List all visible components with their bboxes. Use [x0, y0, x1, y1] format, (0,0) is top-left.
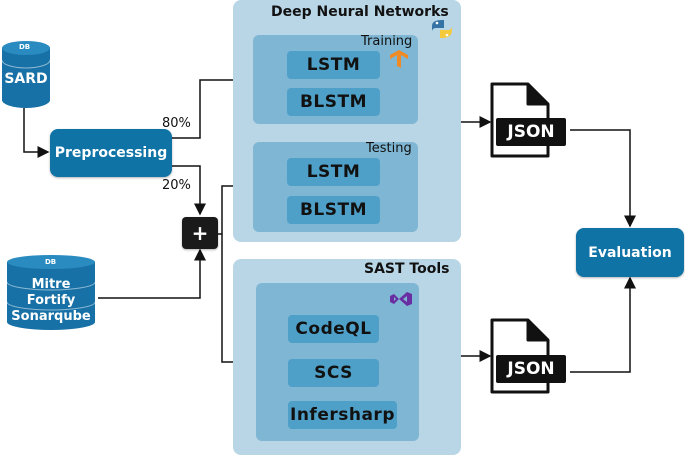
sast-tool-infersharp: Infersharp [288, 401, 397, 429]
training-model-blstm: BLSTM [287, 88, 380, 116]
tools-db-line-mitre: Mitre [31, 277, 71, 292]
preprocessing-box: Preprocessing [50, 129, 172, 177]
split-train-label: 80% [162, 116, 191, 131]
tools-db-line-sonarqube: Sonarqube [11, 309, 91, 324]
tools-database-icon [6, 255, 96, 330]
sard-label: SARD [4, 71, 48, 87]
sast-title: SAST Tools [364, 261, 450, 277]
training-label: Training [361, 34, 413, 49]
visual-studio-icon [390, 292, 412, 306]
split-test-label: 20% [162, 178, 191, 193]
sard-database-icon [1, 41, 51, 108]
tools-db-line-fortify: Fortify [26, 293, 76, 308]
sast-tool-scs: SCS [288, 359, 379, 387]
tools-db-tag: DB [45, 258, 57, 266]
testing-model-blstm: BLSTM [287, 196, 380, 224]
sard-db-tag: DB [19, 43, 31, 51]
sast-tool-codeql: CodeQL [288, 315, 379, 343]
tensorflow-icon [390, 50, 408, 68]
testing-label: Testing [366, 141, 412, 156]
evaluation-box: Evaluation [576, 228, 684, 277]
testing-model-lstm: LSTM [287, 158, 380, 186]
json-label-bottom: JSON [496, 355, 566, 383]
dnn-title: Deep Neural Networks [271, 4, 449, 20]
python-icon [432, 20, 452, 38]
combine-plus-icon: + [182, 217, 218, 249]
training-model-lstm: LSTM [287, 51, 380, 79]
json-label-top: JSON [496, 118, 566, 146]
